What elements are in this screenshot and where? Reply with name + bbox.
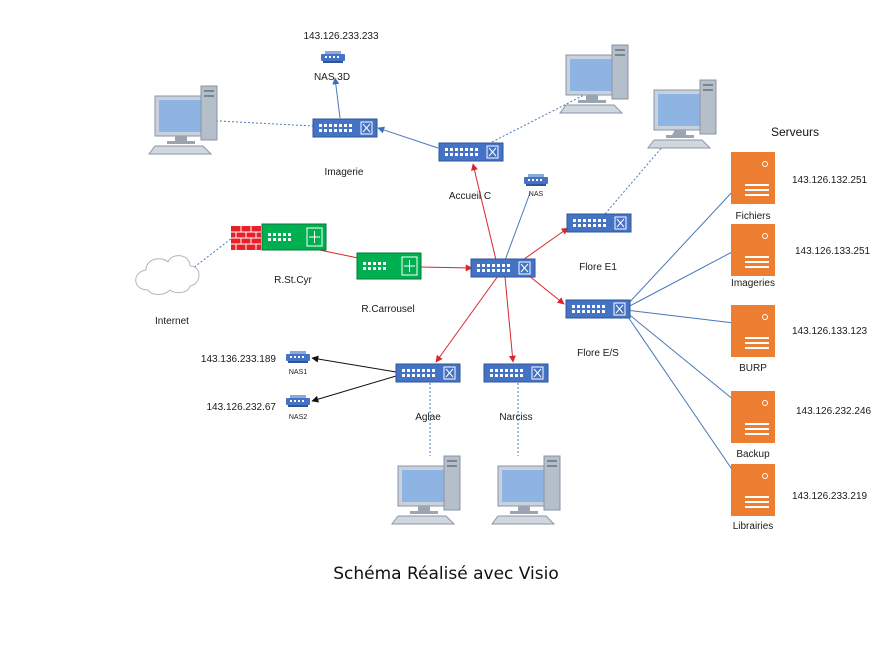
server-name-imageries: Imageries xyxy=(731,278,775,289)
server-ip-librairies: 143.126.233.219 xyxy=(792,491,868,502)
switch-icon-core xyxy=(470,258,536,278)
flore-e1-label: Flore E1 xyxy=(579,262,617,273)
switch-icon-accueil xyxy=(438,142,504,162)
nas1-icon xyxy=(286,351,310,363)
link-core-aglae xyxy=(435,275,499,363)
nas-icon xyxy=(524,174,548,186)
blue-links xyxy=(332,77,743,485)
link-floreES-librairies xyxy=(625,313,743,485)
computer-icon-flore-e1 xyxy=(647,79,717,149)
nas1-label: NAS1 xyxy=(289,369,307,376)
server-icon-librairies xyxy=(730,463,776,517)
switch-icon-imagerie xyxy=(312,118,378,138)
nas1-ip: 143.136.233.189 xyxy=(201,354,277,365)
computer-icon-aglae xyxy=(391,455,461,525)
carrousel-label: R.Carrousel xyxy=(361,304,414,315)
link-floreES-burp xyxy=(625,309,735,324)
servers-heading: Serveurs xyxy=(771,125,819,139)
server-icon-fichiers xyxy=(730,151,776,205)
link-aglae-nas2 xyxy=(311,375,397,403)
router-icon-rstcyr xyxy=(261,223,327,251)
nas2-icon xyxy=(286,395,310,407)
computer-icon-narciss xyxy=(491,455,561,525)
aglae-label: Aglae xyxy=(415,412,441,423)
link-core-flore-e1 xyxy=(519,227,569,263)
server-ip-backup: 143.126.232.246 xyxy=(796,406,872,417)
server-ip-burp: 143.126.133.123 xyxy=(792,326,868,337)
computer-icon-imagerie xyxy=(148,85,218,155)
server-name-burp: BURP xyxy=(739,363,767,374)
link-pc-accueil xyxy=(489,91,591,144)
server-name-backup: Backup xyxy=(736,449,770,460)
server-ip-imageries: 143.126.133.251 xyxy=(795,246,871,257)
firewall-icon xyxy=(231,226,261,250)
router-icon-carrousel xyxy=(356,252,422,280)
nas-3d-ip: 143.126.233.233 xyxy=(303,31,379,42)
flore-es-label: Flore E/S xyxy=(577,348,619,359)
black-links xyxy=(311,355,397,403)
switch-icon-aglae xyxy=(395,363,461,383)
computer-icon-accueil xyxy=(559,44,629,114)
link-floreES-fichiers xyxy=(625,189,735,307)
switch-icon-flore-e1 xyxy=(566,213,632,233)
server-icon-imageries xyxy=(730,223,776,277)
link-floreES-imageries xyxy=(625,250,735,309)
nas-3d-icon xyxy=(321,51,345,63)
nas2-ip: 143.126.232.67 xyxy=(206,402,276,413)
switch-icon-narciss xyxy=(483,363,549,383)
link-floreES-backup xyxy=(625,311,741,406)
link-core-narciss xyxy=(504,276,516,363)
internet-label: Internet xyxy=(155,316,189,327)
nas-3d-label: NAS 3D xyxy=(314,72,350,83)
server-icon-backup xyxy=(730,390,776,444)
cloud-icon xyxy=(135,255,200,295)
link-core-nas xyxy=(503,192,531,264)
nas-label: NAS xyxy=(529,191,544,198)
link-nas3d-imagerie xyxy=(332,77,341,119)
link-core-flore-es xyxy=(527,274,565,305)
accueil-label: Accueil C xyxy=(449,191,491,202)
server-name-fichiers: Fichiers xyxy=(735,211,770,222)
link-pc-flore-e1 xyxy=(604,117,688,215)
server-name-librairies: Librairies xyxy=(733,521,774,532)
link-accueil-imagerie xyxy=(377,126,439,149)
narciss-label: Narciss xyxy=(499,412,532,423)
switch-icon-flore-es xyxy=(565,299,631,319)
link-core-accueil xyxy=(471,163,497,261)
dotted-links xyxy=(187,91,688,456)
link-pc-imagerie xyxy=(199,119,314,127)
diagram-caption: Schéma Réalisé avec Visio xyxy=(333,564,559,584)
server-icon-burp xyxy=(730,304,776,358)
nas2-label: NAS2 xyxy=(289,414,307,421)
server-ip-fichiers: 143.126.132.251 xyxy=(792,175,868,186)
link-internet-firewall xyxy=(187,237,233,273)
link-carrousel-core xyxy=(419,264,473,272)
link-aglae-nas1 xyxy=(311,355,397,373)
imagerie-label: Imagerie xyxy=(325,167,364,178)
rstcyr-label: R.St.Cyr xyxy=(274,275,312,286)
